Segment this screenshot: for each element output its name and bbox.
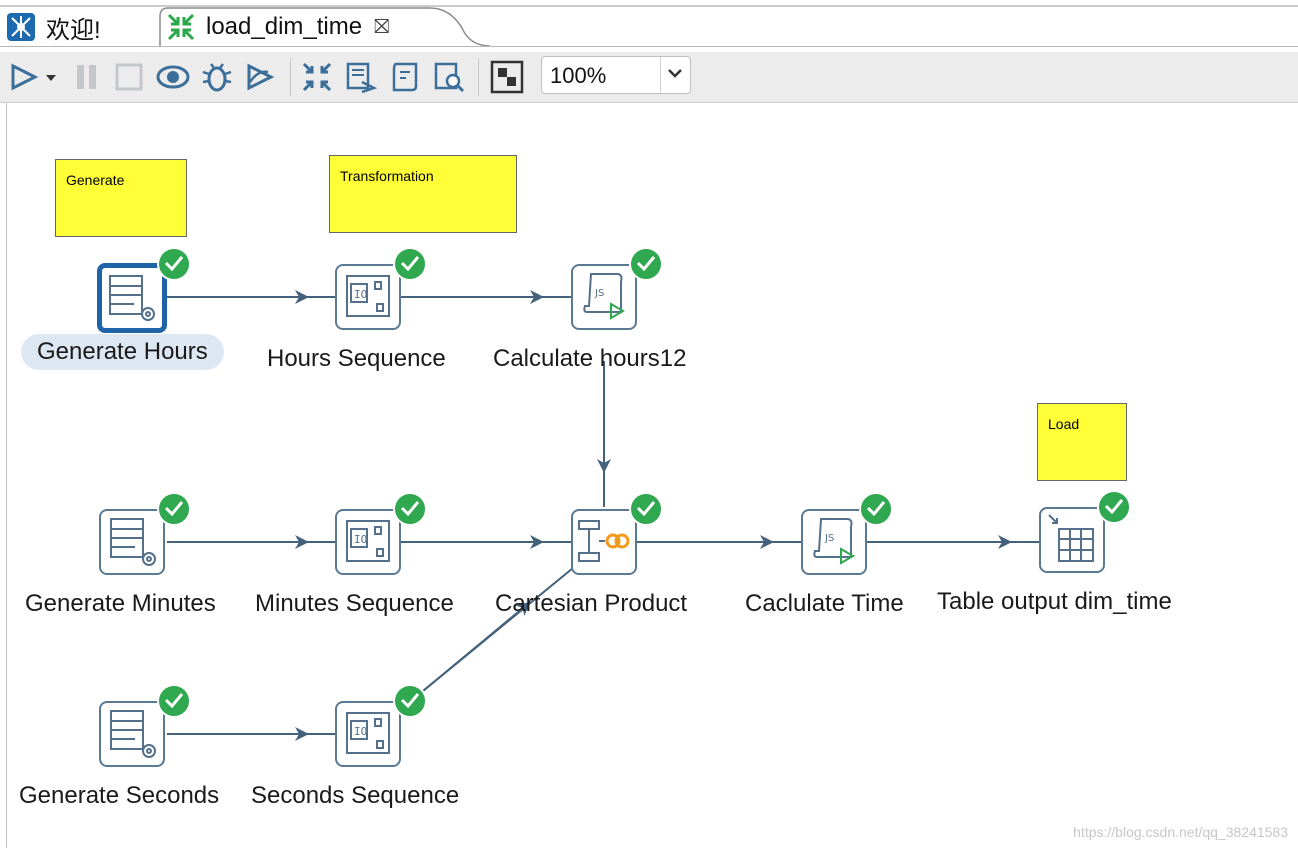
tab-load-dim-time[interactable]: load_dim_time ⛝ [160,8,460,46]
check-icon [629,492,663,526]
svg-text:IO: IO [354,533,367,546]
run-icon[interactable] [8,60,42,94]
zoom-select[interactable]: 100% [541,56,691,94]
svg-text:IO: IO [354,288,367,301]
add-sequence-icon: IO [346,275,390,317]
transformation-canvas[interactable]: Generate Transformation Load Generate Ho… [6,103,1298,848]
impact-icon[interactable] [344,60,378,94]
step-generate-minutes[interactable] [99,509,165,575]
tab-welcome-label: 欢迎! [46,16,101,44]
step-minutes-sequence[interactable]: IO [335,509,401,575]
step-label[interactable]: Minutes Sequence [255,590,454,617]
step-caclulate-time[interactable]: JS [801,509,867,575]
sql-icon[interactable] [388,60,422,94]
toolbar-separator [290,58,291,96]
generate-rows-icon [110,518,156,566]
svg-text:IO: IO [354,725,367,738]
step-cartesian-product[interactable] [571,509,637,575]
check-icon [859,492,893,526]
tab-load-dim-time-label: load_dim_time [206,13,363,40]
table-output-icon [1048,514,1094,562]
transformation-toolbar: 100% [0,52,1298,103]
note-load-text: Load [1048,416,1080,432]
add-sequence-icon: IO [346,712,390,754]
step-generate-seconds[interactable] [99,701,165,767]
editor-tab-bar: 欢迎! load_dim_time ⛝ [0,0,1298,48]
step-calculate-hours12[interactable]: JS [571,264,637,330]
step-label[interactable]: Generate Seconds [19,782,220,809]
step-label[interactable]: Calculate hours12 [493,345,687,372]
step-hours-sequence[interactable]: IO [335,264,401,330]
explore-db-icon[interactable] [432,60,466,94]
check-icon [393,492,427,526]
check-icon [157,247,191,281]
pause-icon[interactable] [70,60,104,94]
join-rows-icon [578,520,630,562]
toolbar-separator [478,58,479,96]
zoom-value: 100% [550,63,607,88]
zoom-divider [660,57,661,93]
step-label[interactable]: Generate Hours [21,334,224,370]
step-label[interactable]: Table output dim_time [937,588,1172,615]
step-table-output-dim-time[interactable] [1039,507,1105,573]
tab-welcome[interactable]: 欢迎! [0,8,160,46]
step-generate-hours[interactable] [97,263,167,333]
step-label[interactable]: Generate Minutes [25,590,216,617]
show-results-icon[interactable] [490,60,524,94]
check-icon [393,247,427,281]
verify-icon[interactable] [300,60,334,94]
step-label[interactable]: Caclulate Time [745,590,904,617]
javascript-icon: JS [813,518,855,565]
javascript-icon: JS [583,273,625,320]
step-seconds-sequence[interactable]: IO [335,701,401,767]
note-generate-text: Generate [66,172,125,188]
svg-text:JS: JS [824,533,834,544]
check-icon [157,684,191,718]
step-label[interactable]: Cartesian Product [495,590,688,617]
step-label[interactable]: Hours Sequence [267,345,446,372]
check-icon [157,492,191,526]
tab-shapes [0,5,1298,47]
generate-rows-icon [110,710,156,758]
tab-bar-divider [0,46,1298,47]
spoon-icon [6,12,36,42]
note-generate[interactable]: Generate [55,159,187,237]
chevron-down-icon[interactable] [666,63,684,88]
preview-icon[interactable] [156,60,190,94]
check-icon [1097,490,1131,524]
close-icon[interactable]: ⛝ [374,15,390,38]
hop-arrows [167,290,1039,741]
step-label[interactable]: Seconds Sequence [251,782,460,809]
replay-icon[interactable] [244,60,278,94]
run-dropdown-icon[interactable] [42,60,60,94]
generate-rows-icon [109,275,155,321]
note-transformation-text: Transformation [340,168,434,184]
check-icon [629,247,663,281]
add-sequence-icon: IO [346,520,390,562]
note-transformation[interactable]: Transformation [329,155,517,233]
check-icon [393,684,427,718]
debug-icon[interactable] [200,60,234,94]
transformation-icon [166,12,196,42]
stop-icon[interactable] [112,60,146,94]
watermark: https://blog.csdn.net/qq_38241583 [1073,824,1288,840]
svg-text:JS: JS [594,288,604,299]
note-load[interactable]: Load [1037,403,1127,481]
